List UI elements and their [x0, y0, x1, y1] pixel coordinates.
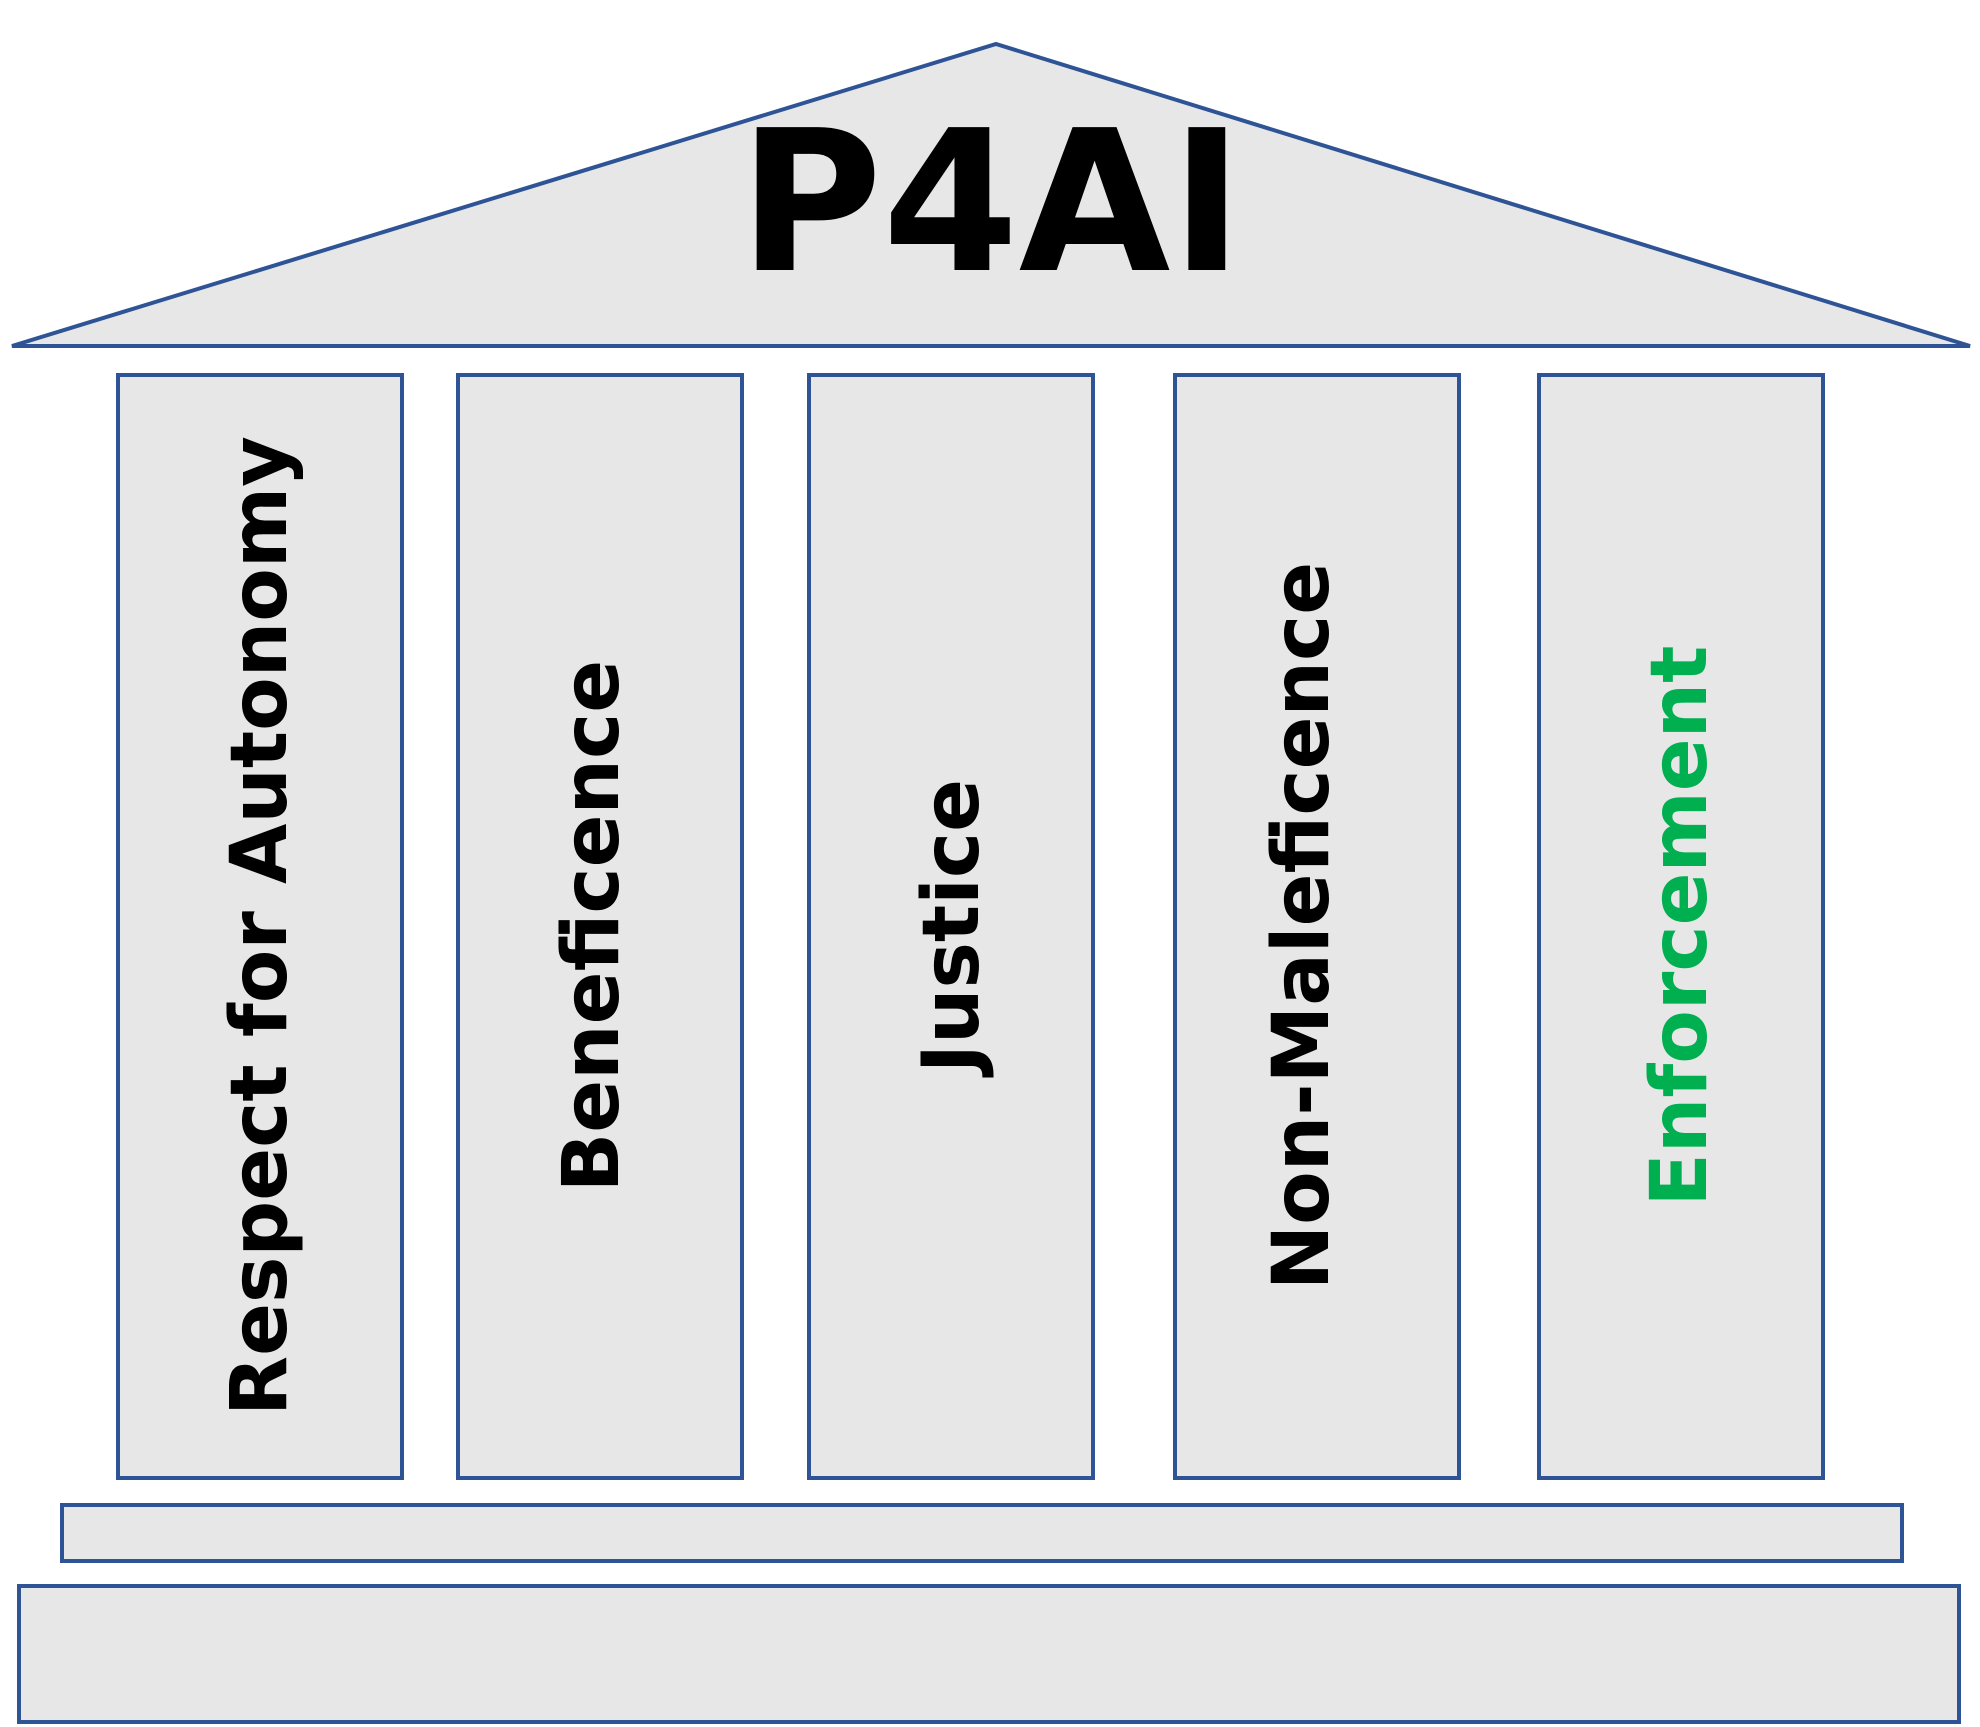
pillar-label: Beneficence	[547, 660, 637, 1192]
upper-step	[60, 1503, 1904, 1563]
pillar-justice: Justice	[807, 373, 1095, 1480]
pillar-enforcement: Enforcement	[1537, 373, 1825, 1480]
base-step	[17, 1584, 1961, 1724]
pillar-label: Enforcement	[1635, 646, 1725, 1207]
pillar-label: Respect for Autonomy	[215, 436, 305, 1416]
pillar-beneficence: Beneficence	[456, 373, 744, 1480]
pillar-label: Justice	[907, 779, 997, 1078]
pillar-respect-for-autonomy: Respect for Autonomy	[116, 373, 404, 1480]
title: P4AI	[739, 89, 1244, 317]
pillar-non-maleficence: Non-Maleficence	[1173, 373, 1461, 1480]
pillar-label: Non-Maleficence	[1257, 562, 1347, 1290]
roof	[11, 41, 1971, 348]
